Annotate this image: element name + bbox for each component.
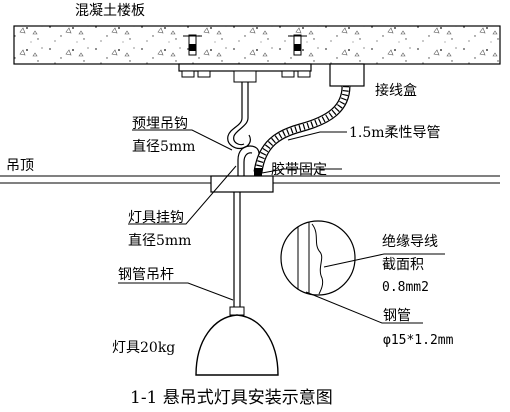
label-flexible-conduit: 1.5m柔性导管: [349, 125, 441, 141]
leader-pre-embedded-hook: [132, 129, 233, 151]
pre-embedded-hook: [227, 82, 251, 150]
label-ceiling: 吊顶: [6, 158, 34, 174]
fixture-hook: [237, 145, 260, 176]
junction-box: [329, 63, 365, 87]
label-junction-box: 接线盒: [375, 82, 417, 99]
label-insulated-wire: 绝缘导线: [382, 234, 438, 250]
leader-steel-pipe: [305, 291, 423, 324]
label-steel-pipe-spec: φ15*1.2mm: [383, 333, 454, 348]
label-cross-section: 截面积: [382, 257, 424, 273]
mounting-plate: [178, 63, 312, 83]
leader-insulated-wire: [323, 253, 445, 268]
concrete-slab: [13, 25, 501, 65]
lamp-shade: [195, 314, 279, 376]
label-fixture-hook: 灯具挂钩: [128, 210, 184, 226]
leader-lines: [118, 129, 445, 324]
label-steel-rod: 钢管吊杆: [118, 267, 174, 283]
label-slab: 混凝土楼板: [75, 3, 145, 19]
label-tape-fixing: 胶带固定: [271, 161, 327, 178]
ceiling-mount-plate: [210, 175, 274, 193]
label-fixture-hook-diameter: 直径5mm: [128, 232, 191, 249]
label-steel-pipe: 钢管: [383, 308, 411, 324]
flexible-conduit: [253, 85, 351, 173]
label-pre-embedded-hook: 预埋吊钩: [132, 116, 188, 132]
steel-rod: [229, 192, 245, 316]
embedded-bolt-right: [288, 34, 307, 56]
leader-fixture-hook: [128, 165, 237, 225]
detail-circle: [280, 220, 356, 296]
embedded-bolt-left: [183, 34, 202, 56]
leader-tape-fixing: [261, 168, 342, 174]
label-hook-diameter: 直径5mm: [132, 138, 195, 155]
tape-fixing-block: [254, 168, 262, 177]
leader-flexible-conduit: [287, 131, 347, 141]
label-fixture-weight: 灯具20kg: [112, 340, 175, 356]
leader-steel-rod: [118, 282, 234, 301]
label-cross-section-value: 0.8mm2: [382, 280, 429, 295]
figure-caption: 1-1 悬吊式灯具安装示意图: [130, 388, 333, 408]
